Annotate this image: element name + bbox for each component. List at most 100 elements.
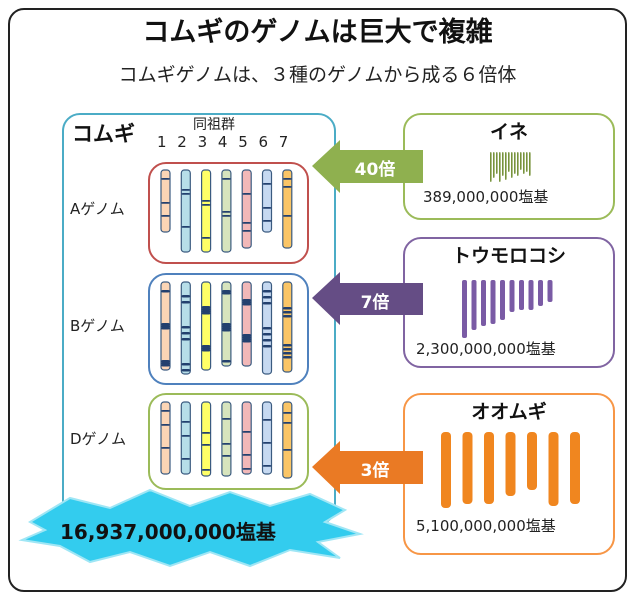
chromosome-band bbox=[262, 183, 272, 185]
total-size: 16,937,000,000塩基 bbox=[60, 520, 276, 544]
chromosome-band bbox=[242, 193, 252, 195]
chromosome-band bbox=[242, 431, 252, 433]
rice-chromosome bbox=[508, 152, 510, 172]
chromosome bbox=[201, 281, 212, 371]
outer-frame bbox=[8, 8, 627, 592]
chromosome-band bbox=[181, 326, 191, 329]
chromosome-band bbox=[282, 422, 292, 424]
barley-size: 5,100,000,000塩基 bbox=[416, 517, 556, 535]
rice-size: 389,000,000塩基 bbox=[423, 188, 549, 206]
rice-chromosome bbox=[523, 152, 525, 174]
maize-chromosome bbox=[462, 280, 467, 338]
chromosome-band bbox=[282, 307, 292, 310]
chromosome-band bbox=[221, 455, 231, 457]
chromosome-band bbox=[282, 315, 292, 318]
chromosome-band bbox=[181, 338, 191, 341]
chromosome-band bbox=[221, 292, 231, 295]
arrow-7x bbox=[312, 272, 423, 325]
chromosome-band bbox=[242, 334, 252, 337]
chromosome-band bbox=[161, 202, 170, 204]
chromosome-band bbox=[161, 323, 170, 326]
chromosome-band bbox=[161, 447, 170, 449]
chromosome-band bbox=[242, 340, 252, 343]
maize-chromosome bbox=[490, 280, 496, 324]
chromosome-band bbox=[242, 468, 252, 470]
chromosome bbox=[282, 401, 293, 479]
homoeologous-group-label: 同祖群 bbox=[193, 117, 235, 133]
rice-chromosome bbox=[526, 152, 528, 172]
barley-chromosome bbox=[527, 432, 537, 490]
rice-chromosome bbox=[505, 152, 507, 180]
chromosome-band bbox=[221, 443, 231, 445]
group-number-5: 5 bbox=[238, 133, 248, 151]
barley-chromosome bbox=[548, 432, 559, 506]
chromosome-band bbox=[181, 226, 191, 228]
chromosome-band bbox=[161, 360, 170, 363]
genome-d-label: Dゲノム bbox=[70, 430, 127, 448]
chromosome-band bbox=[262, 345, 272, 348]
chromosome-band bbox=[262, 220, 272, 222]
chromosome-band bbox=[262, 327, 272, 330]
chromosome-band bbox=[262, 296, 272, 299]
chromosome-band bbox=[282, 449, 292, 451]
chromosome-band bbox=[282, 348, 292, 351]
chromosome-band bbox=[282, 186, 292, 188]
chromosome-band bbox=[242, 303, 252, 306]
chromosome-band bbox=[221, 325, 231, 328]
chromosome bbox=[241, 401, 252, 475]
chromosome-band bbox=[282, 311, 292, 314]
chromosome-band bbox=[161, 325, 170, 328]
maize-chromosome bbox=[481, 280, 486, 326]
chromosome-band bbox=[161, 215, 170, 217]
chromosome-band bbox=[201, 204, 211, 206]
chromosome-band bbox=[221, 329, 231, 332]
chromosome-band bbox=[242, 301, 252, 304]
chromosome-band bbox=[262, 442, 272, 444]
chromosome-band bbox=[242, 338, 252, 341]
chromosome-band bbox=[221, 290, 231, 293]
chromosome-band bbox=[262, 302, 272, 305]
chromosome-band bbox=[262, 207, 272, 209]
chromosome-band bbox=[161, 327, 170, 330]
chromosome-band bbox=[181, 193, 191, 195]
arrow-3x bbox=[312, 441, 423, 494]
group-number-7: 7 bbox=[278, 133, 289, 151]
rice-chromosome bbox=[496, 152, 498, 174]
chromosome-band bbox=[221, 323, 231, 326]
group-number-1: 1 bbox=[157, 133, 167, 151]
chromosome-band bbox=[282, 356, 292, 359]
group-number-4: 4 bbox=[217, 133, 228, 151]
chromosome-band bbox=[181, 189, 191, 191]
chromosome-band bbox=[282, 178, 292, 180]
chromosome-band bbox=[262, 290, 272, 293]
chromosome bbox=[221, 401, 232, 477]
chromosome bbox=[180, 169, 191, 253]
barley-chromosome bbox=[570, 432, 580, 504]
chromosome-band bbox=[221, 215, 231, 217]
chromosome-band bbox=[221, 327, 231, 330]
chromosome-band bbox=[242, 299, 252, 302]
barley-chromosome bbox=[462, 432, 473, 504]
maize-chromosome bbox=[471, 280, 477, 330]
chromosome-band bbox=[201, 306, 211, 309]
maize-chromosome bbox=[500, 280, 505, 320]
chromosome-band bbox=[282, 412, 292, 414]
chromosome bbox=[241, 281, 252, 367]
chromosome-band bbox=[201, 200, 211, 202]
chromosome-band bbox=[221, 178, 231, 180]
ratio-barley: 3倍 bbox=[360, 461, 390, 481]
chromosome-band bbox=[181, 369, 191, 372]
starburst-shape bbox=[18, 488, 364, 568]
maize-box bbox=[403, 237, 615, 368]
chromosome-band bbox=[262, 333, 272, 336]
barley-chromosome bbox=[441, 432, 451, 508]
chromosome-band bbox=[181, 421, 191, 423]
maize-chromosome bbox=[528, 280, 534, 310]
chromosome-band bbox=[242, 336, 252, 339]
chromosome-band bbox=[201, 432, 211, 434]
chromosome-band bbox=[201, 310, 211, 313]
group-number-2: 2 bbox=[177, 133, 187, 151]
rice-chromosome bbox=[529, 152, 531, 176]
chromosome-band bbox=[282, 352, 292, 355]
